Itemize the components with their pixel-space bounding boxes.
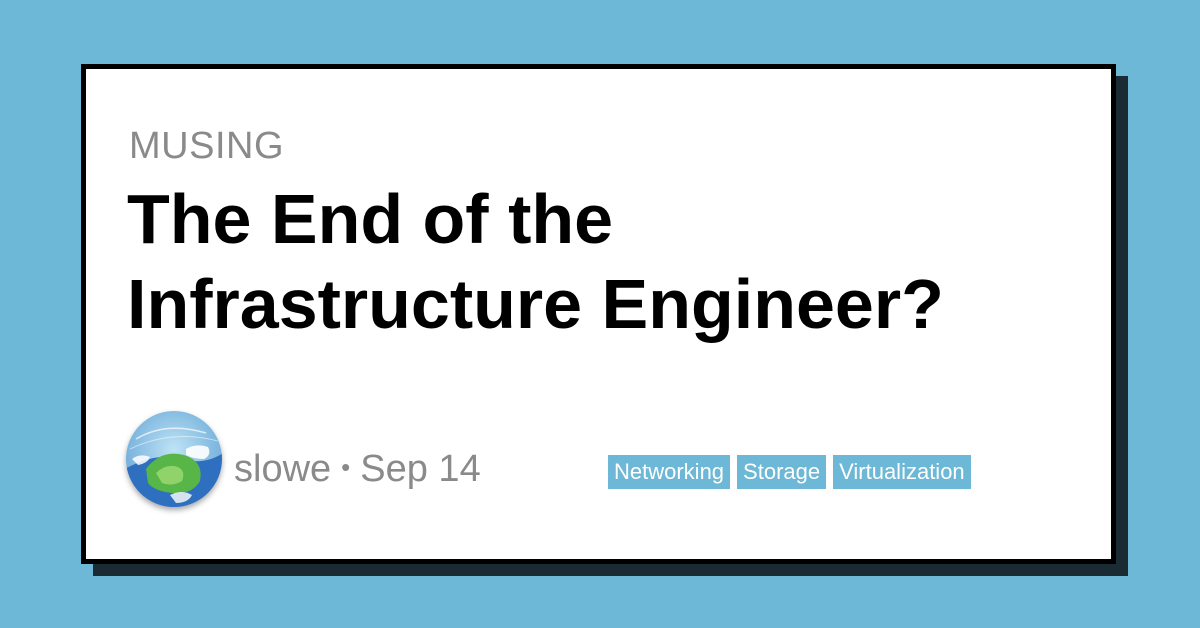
tag-virtualization[interactable]: Virtualization <box>833 455 971 489</box>
post-title[interactable]: The End of the Infrastructure Engineer? <box>127 180 944 343</box>
post-card[interactable]: MUSING The End of the Infrastructure Eng… <box>81 64 1116 564</box>
byline-separator: • <box>341 452 351 482</box>
tag-storage[interactable]: Storage <box>737 455 827 489</box>
post-category: MUSING <box>129 125 284 167</box>
post-byline: slowe • Sep 14 <box>234 450 481 488</box>
author-avatar[interactable] <box>126 411 222 507</box>
author-name[interactable]: slowe <box>234 448 332 490</box>
tag-networking[interactable]: Networking <box>608 455 731 489</box>
globe-icon <box>126 411 222 507</box>
post-date: Sep 14 <box>360 448 481 490</box>
tag-list: Networking Storage Virtualization <box>608 455 971 489</box>
